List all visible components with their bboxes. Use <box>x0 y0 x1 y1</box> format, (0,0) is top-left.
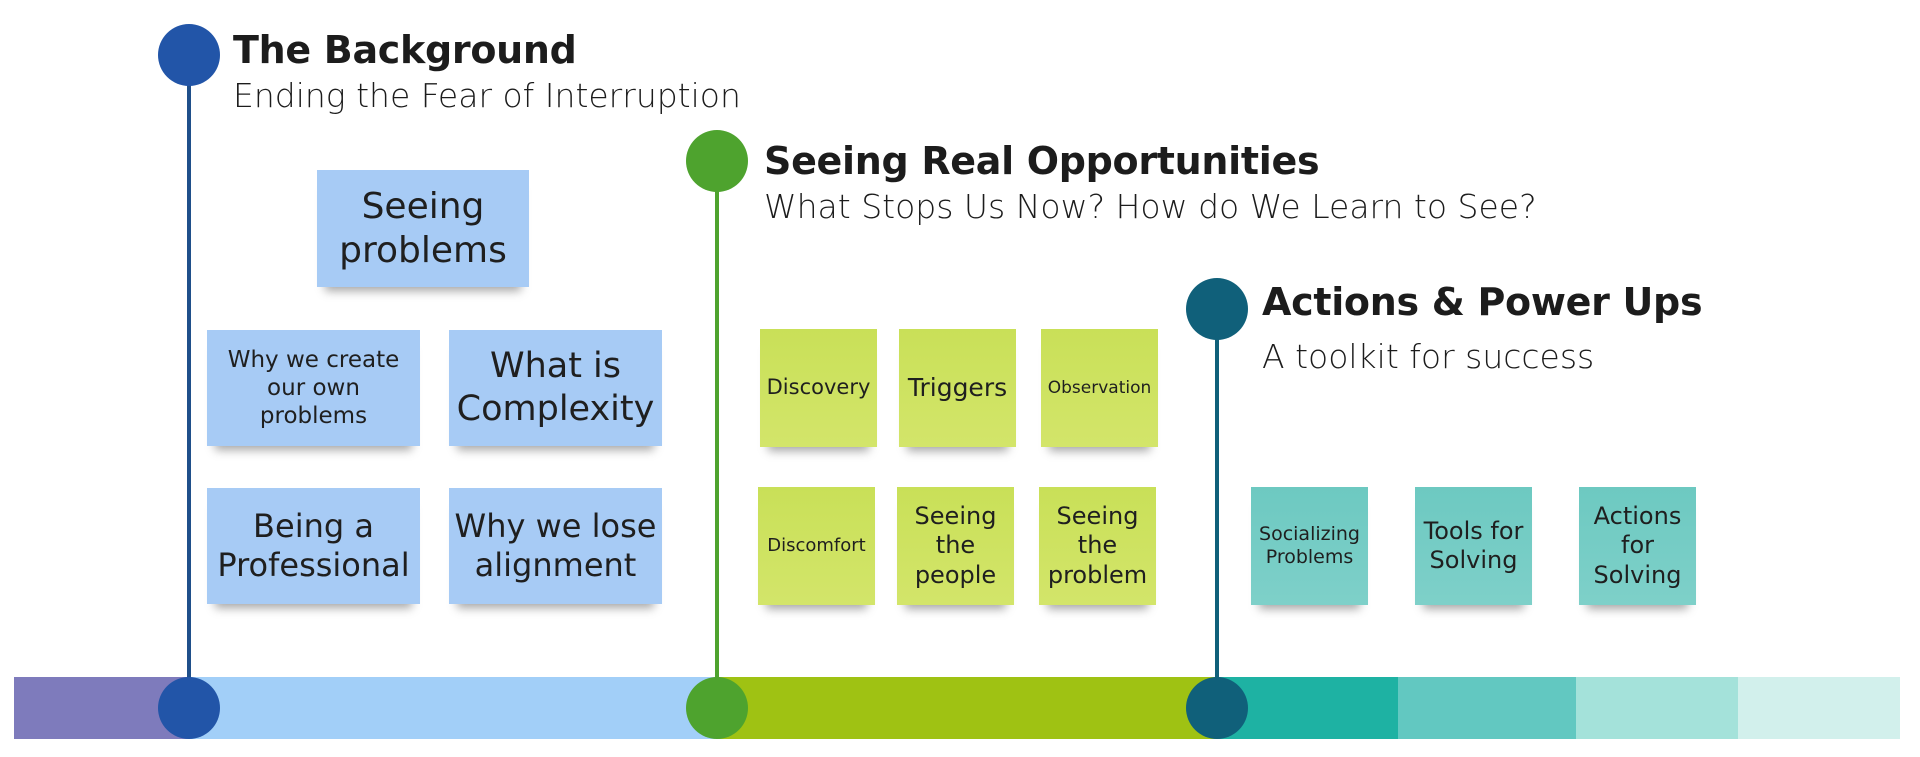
note-observation: Observation <box>1041 329 1158 447</box>
note-tools-for-solving: Tools for Solving <box>1415 487 1532 605</box>
note-what-is-complexity: What is Complexity <box>449 330 662 446</box>
note-why-we-lose-alignment: Why we lose alignment <box>449 488 662 604</box>
note-seeing-problems: Seeing problems <box>317 170 529 287</box>
background-timeline-marker <box>158 677 220 739</box>
section-subtitle-actions: A toolkit for success <box>1262 337 1595 376</box>
opportunities-timeline-marker <box>686 677 748 739</box>
timeline-segment-actions-2 <box>1398 677 1576 739</box>
note-socializing-problems: Socializing Problems <box>1251 487 1368 605</box>
timeline-segment-actions-4 <box>1738 677 1900 739</box>
section-subtitle-background: Ending the Fear of Interruption <box>233 76 741 115</box>
note-actions-for-solving: Actions for Solving <box>1579 487 1696 605</box>
note-triggers: Triggers <box>899 329 1016 447</box>
section-title-actions: Actions & Power Ups <box>1262 280 1703 324</box>
section-subtitle-opportunities: What Stops Us Now? How do We Learn to Se… <box>764 187 1537 226</box>
timeline-segment-background <box>190 677 716 739</box>
opportunities-connector-line <box>715 185 719 683</box>
opportunities-top-marker <box>686 130 748 192</box>
background-top-marker <box>158 24 220 86</box>
actions-timeline-marker <box>1186 677 1248 739</box>
actions-top-marker <box>1186 278 1248 340</box>
note-seeing-the-problem: Seeing the problem <box>1039 487 1156 605</box>
section-title-opportunities: Seeing Real Opportunities <box>764 139 1320 183</box>
note-discovery: Discovery <box>760 329 877 447</box>
note-seeing-the-people: Seeing the people <box>897 487 1014 605</box>
timeline-segment-actions-3 <box>1576 677 1738 739</box>
note-discomfort: Discomfort <box>758 487 875 605</box>
actions-connector-line <box>1215 334 1219 683</box>
section-title-background: The Background <box>233 28 577 72</box>
note-being-a-professional: Being a Professional <box>207 488 420 604</box>
background-connector-line <box>187 75 191 683</box>
timeline-segment-opportunities <box>716 677 1218 739</box>
timeline-segment-actions <box>1218 677 1398 739</box>
note-why-we-create-problems: Why we create our own problems <box>207 330 420 446</box>
